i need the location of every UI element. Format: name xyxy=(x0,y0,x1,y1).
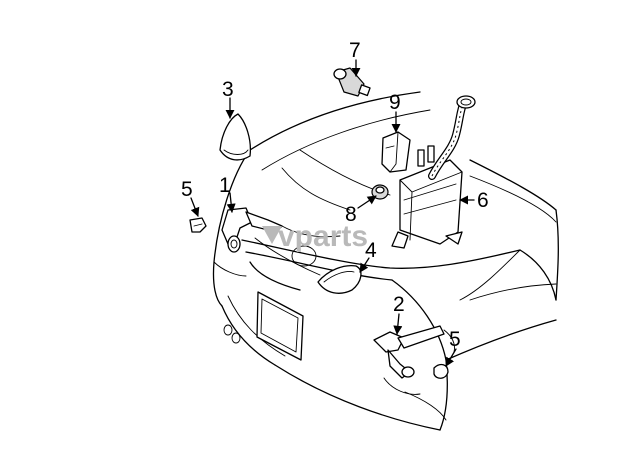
callout-1: 1 xyxy=(219,174,231,197)
callout-5-left: 5 xyxy=(181,178,193,201)
callout-4: 4 xyxy=(365,239,377,262)
callout-labels: 3 7 9 6 8 4 1 5 2 5 xyxy=(181,39,489,351)
watermark-logo-icon xyxy=(262,226,282,244)
callout-8: 8 xyxy=(345,203,357,226)
callout-5-right: 5 xyxy=(449,328,461,351)
callout-7: 7 xyxy=(349,39,361,62)
leader-arrows xyxy=(190,59,475,367)
vehicle-body-outline xyxy=(212,91,559,431)
part-7-sensor xyxy=(333,67,371,97)
part-5-clip-right xyxy=(433,363,449,379)
watermark-text: vparts xyxy=(278,220,368,253)
part-4-cover xyxy=(317,264,362,294)
part-2-washer-nozzle xyxy=(373,325,455,379)
callout-9: 9 xyxy=(389,91,401,114)
part-3-cover xyxy=(219,113,252,161)
callout-6: 6 xyxy=(477,189,489,212)
part-6-washer-reservoir xyxy=(391,95,476,249)
callout-3: 3 xyxy=(222,78,234,101)
watermark: vparts xyxy=(262,220,368,253)
callout-2: 2 xyxy=(393,293,405,316)
part-9-relay xyxy=(381,131,411,173)
part-5-clip-left xyxy=(189,217,207,233)
